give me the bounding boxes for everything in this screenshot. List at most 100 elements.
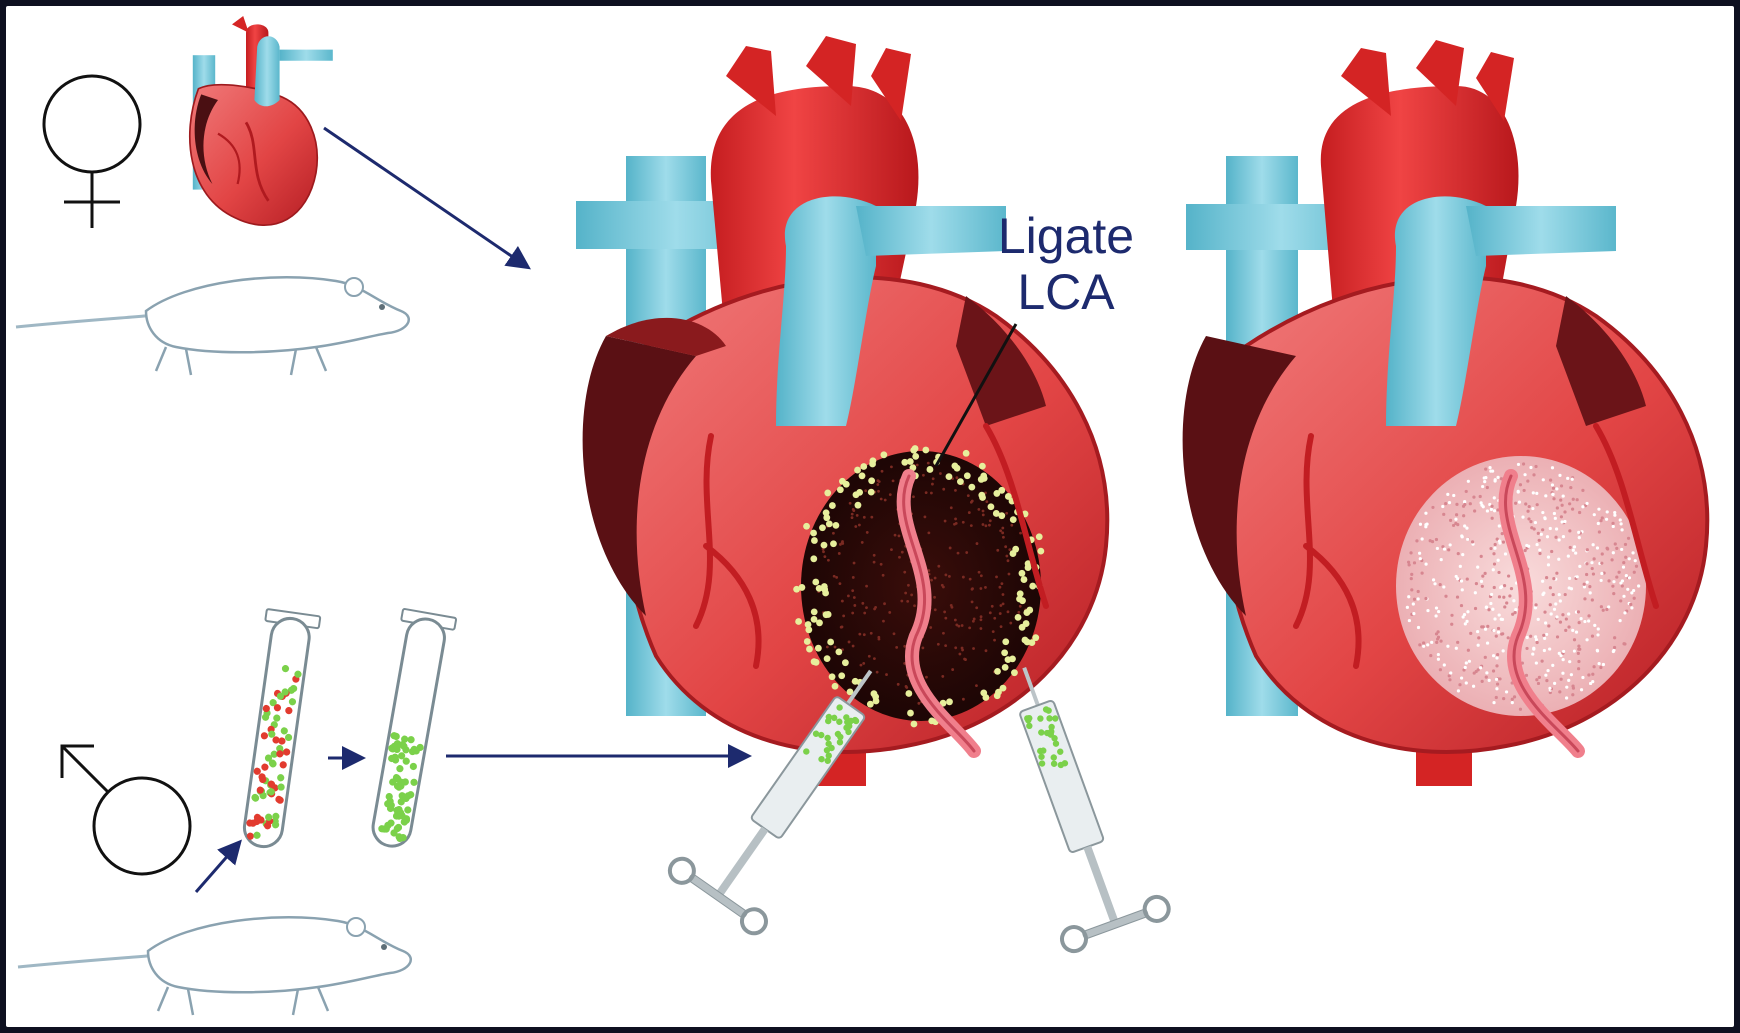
scar-speck <box>1585 502 1588 505</box>
delivered-cell <box>855 502 862 509</box>
scar-speck <box>1575 631 1578 634</box>
scar-speck <box>1409 551 1412 554</box>
speck <box>864 489 867 492</box>
scar-speck <box>1536 503 1539 506</box>
delivered-cell <box>1019 624 1026 631</box>
scar-speck <box>1448 678 1451 681</box>
speck <box>954 646 957 649</box>
speck <box>832 532 835 535</box>
scar-speck <box>1479 666 1482 669</box>
speck <box>975 684 978 687</box>
scar-speck <box>1632 589 1635 592</box>
speck <box>1008 548 1011 551</box>
scar-speck <box>1543 637 1546 640</box>
speck <box>847 594 850 597</box>
scar-speck <box>1486 509 1489 512</box>
speck <box>873 608 876 611</box>
scar-speck <box>1563 520 1566 523</box>
delivered-cell <box>815 645 822 652</box>
speck <box>989 611 992 614</box>
lca-label: LCA <box>966 264 1166 320</box>
scar-speck <box>1562 535 1565 538</box>
speck <box>877 490 880 493</box>
delivered-cell <box>994 668 1001 675</box>
scar-speck <box>1591 598 1594 601</box>
delivered-cell <box>1002 638 1009 645</box>
scar-speck <box>1534 603 1537 606</box>
delivered-cell <box>811 537 818 544</box>
scar-speck <box>1600 605 1603 608</box>
scar-speck <box>1542 478 1545 481</box>
scar-speck <box>1562 650 1565 653</box>
scar-speck <box>1627 537 1630 540</box>
scar-speck <box>1519 708 1522 711</box>
delivered-cell <box>1029 583 1036 590</box>
scar-speck <box>1480 504 1483 507</box>
scar-speck <box>1558 593 1561 596</box>
scar-speck <box>1535 661 1538 664</box>
scar-speck <box>1626 588 1629 591</box>
scar-speck <box>1549 527 1552 530</box>
scar-speck <box>1463 524 1466 527</box>
scar-speck <box>1613 511 1616 514</box>
speck <box>956 476 959 479</box>
scar-speck <box>1469 502 1472 505</box>
scar-speck <box>1440 558 1443 561</box>
ligate-label: Ligate <box>966 208 1166 264</box>
scar-speck <box>1546 669 1549 672</box>
scar-speck <box>1543 649 1546 652</box>
speck <box>954 619 957 622</box>
scar-speck <box>1580 688 1583 691</box>
speck <box>838 552 841 555</box>
scar-speck <box>1555 615 1558 618</box>
speck <box>892 479 895 482</box>
scar-speck <box>1588 585 1591 588</box>
scar-speck <box>1496 682 1499 685</box>
scar-speck <box>1614 542 1617 545</box>
scar-speck <box>1561 613 1564 616</box>
scar-speck <box>1498 613 1501 616</box>
speck <box>927 569 930 572</box>
scar-speck <box>1524 502 1527 505</box>
speck <box>962 698 965 701</box>
scar-speck <box>1474 607 1477 610</box>
scar-speck <box>1550 612 1553 615</box>
scar-speck <box>1623 642 1626 645</box>
speck <box>961 649 964 652</box>
speck <box>854 525 857 528</box>
scar-speck <box>1611 585 1614 588</box>
delivered-cell <box>811 608 818 615</box>
scar-speck <box>1629 603 1632 606</box>
speck <box>876 483 879 486</box>
speck <box>1002 602 1005 605</box>
scar-speck <box>1473 509 1476 512</box>
scar-speck <box>1596 649 1599 652</box>
speck <box>951 668 954 671</box>
speck <box>980 618 983 621</box>
scar-speck <box>1455 503 1458 506</box>
scar-speck <box>1460 604 1463 607</box>
speck <box>980 574 983 577</box>
scar-speck <box>1442 513 1445 516</box>
scar-speck <box>1419 557 1422 560</box>
scar-speck <box>1472 495 1475 498</box>
scar-speck <box>1521 515 1524 518</box>
scar-speck <box>1464 622 1467 625</box>
scar-speck <box>1493 586 1496 589</box>
scar-speck <box>1523 489 1526 492</box>
scar-speck <box>1568 529 1571 532</box>
speck <box>823 555 826 558</box>
scar-speck <box>1426 609 1429 612</box>
scar-speck <box>1406 606 1409 609</box>
delivered-cell <box>993 490 1000 497</box>
scar-speck <box>1477 668 1480 671</box>
scar-speck <box>1571 685 1574 688</box>
delivered-cell <box>1010 516 1017 523</box>
scar-speck <box>1635 565 1638 568</box>
speck <box>937 565 940 568</box>
speck <box>866 531 869 534</box>
speck <box>931 483 934 486</box>
delivered-cell <box>1012 546 1019 553</box>
scar-speck <box>1557 558 1560 561</box>
scar-speck <box>1602 609 1605 612</box>
